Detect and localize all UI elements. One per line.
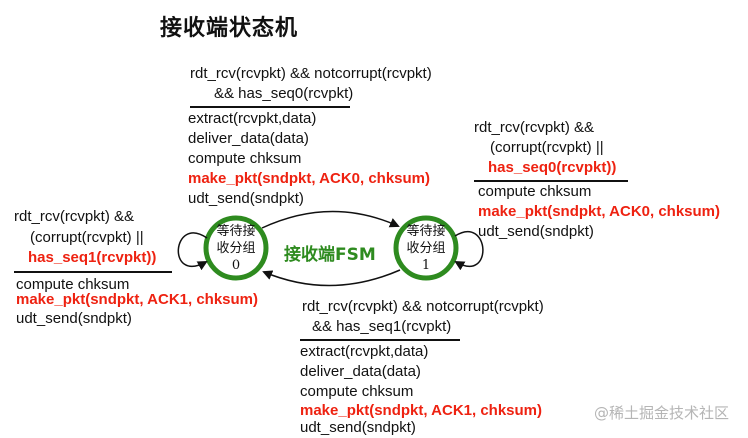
- top-action-2: deliver_data(data): [188, 130, 309, 147]
- left-event-line1: rdt_rcv(rcvpkt) &&: [14, 208, 135, 225]
- top-action-send: udt_send(sndpkt): [188, 190, 304, 207]
- transition-1-to-0-arrow: [262, 269, 401, 287]
- watermark: @稀土掘金技术社区: [594, 404, 730, 422]
- left-divider: [14, 271, 172, 273]
- bottom-action-2: deliver_data(data): [300, 363, 421, 380]
- state-0-circle: [203, 215, 269, 281]
- right-action-1: compute chksum: [478, 183, 592, 200]
- bottom-action-send: udt_send(sndpkt): [300, 419, 416, 436]
- transition-0-to-1-arrow: [261, 210, 400, 229]
- top-event-line2: && has_seq0(rcvpkt): [214, 85, 354, 102]
- bottom-event-line1: rdt_rcv(rcvpkt) && notcorrupt(rcvpkt): [302, 298, 544, 315]
- right-event-line2: (corrupt(rcvpkt) ||: [490, 139, 604, 156]
- right-event-line1: rdt_rcv(rcvpkt) &&: [474, 119, 595, 136]
- right-action-send: udt_send(sndpkt): [478, 223, 594, 240]
- self-loop-0-arrow: [177, 232, 208, 271]
- bottom-action-make-pkt: make_pkt(sndpkt, ACK1, chksum): [300, 402, 543, 419]
- state-0-line3: 0: [231, 258, 241, 273]
- self-loop-1-arrow: [454, 230, 484, 271]
- state-1-circle: [393, 215, 459, 281]
- bottom-divider: [300, 339, 460, 341]
- top-action-3: compute chksum: [188, 150, 302, 167]
- top-action-1: extract(rcvpkt,data): [188, 110, 317, 127]
- state-1-line2: 收分组: [406, 241, 446, 256]
- state-1-line3: 1: [421, 258, 431, 273]
- right-action-make-pkt: make_pkt(sndpkt, ACK0, chksum): [478, 203, 721, 220]
- top-event-line1: rdt_rcv(rcvpkt) && notcorrupt(rcvpkt): [190, 65, 432, 82]
- state-0-line2: 收分组: [216, 241, 256, 256]
- left-action-make-pkt: make_pkt(sndpkt, ACK1, chksum): [16, 291, 259, 308]
- state-1-label: 等待接 收分组 1: [396, 223, 456, 274]
- left-event-line3: has_seq1(rcvpkt)): [28, 249, 157, 266]
- left-action-1: compute chksum: [16, 276, 130, 293]
- bottom-action-3: compute chksum: [300, 383, 414, 400]
- state-0-line1: 等待接: [216, 224, 256, 239]
- right-divider: [474, 180, 628, 182]
- bottom-action-1: extract(rcvpkt,data): [300, 343, 429, 360]
- fsm-label: 接收端FSM: [284, 245, 376, 265]
- left-event-line2: (corrupt(rcvpkt) ||: [30, 229, 144, 246]
- right-event-line3: has_seq0(rcvpkt)): [488, 159, 617, 176]
- state-1-line1: 等待接: [406, 224, 446, 239]
- top-divider: [190, 106, 350, 108]
- page-title: 接收端状态机: [160, 16, 299, 41]
- left-action-send: udt_send(sndpkt): [16, 310, 132, 327]
- bottom-event-line2: && has_seq1(rcvpkt): [312, 318, 452, 335]
- top-action-make-pkt: make_pkt(sndpkt, ACK0, chksum): [188, 170, 431, 187]
- state-0-label: 等待接 收分组 0: [206, 223, 266, 274]
